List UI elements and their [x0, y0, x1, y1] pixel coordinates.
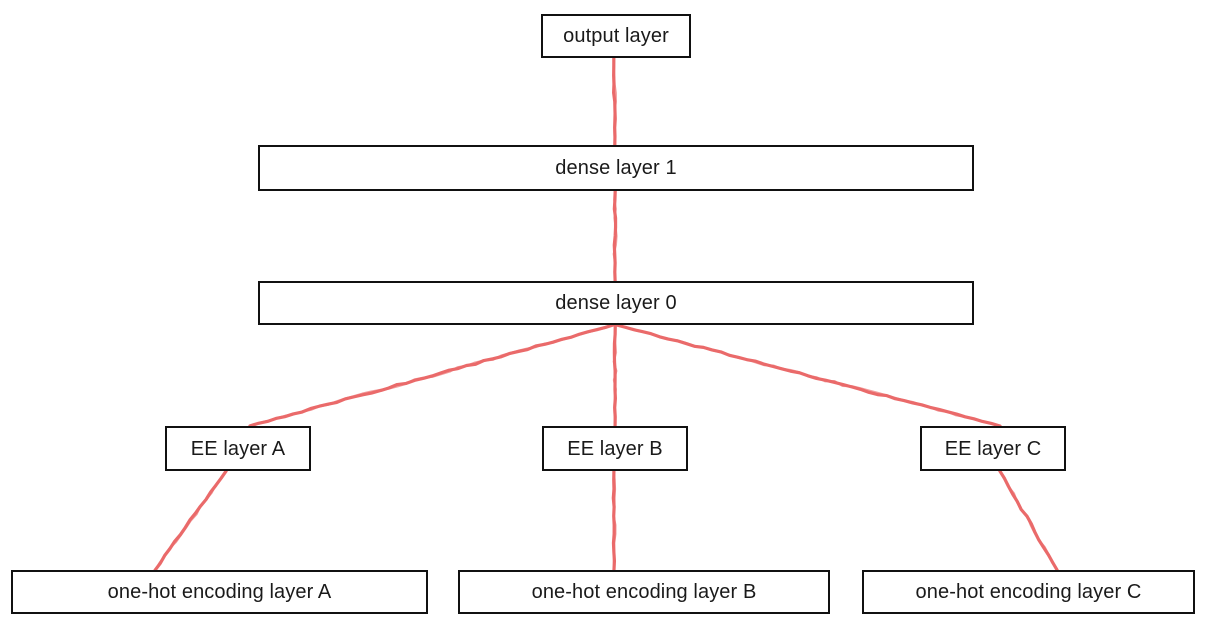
edge-ee-a-to-dense0-stroke	[248, 323, 616, 428]
edge-onehot-c-to-ee-c	[998, 469, 1059, 572]
edge-onehot-a-to-ee-a-stroke	[153, 469, 228, 572]
node-one-hot-encoding-layer-c-label: one-hot encoding layer C	[915, 581, 1142, 603]
node-ee-layer-a-label: EE layer A	[190, 437, 286, 460]
node-dense-layer-0[interactable]: dense layer 0	[258, 281, 974, 325]
edge-onehot-c-to-ee-c-stroke	[998, 470, 1059, 571]
edge-ee-a-to-dense0	[248, 323, 616, 428]
node-ee-layer-c-label: EE layer C	[944, 437, 1042, 460]
edge-ee-c-to-dense0-stroke	[614, 323, 1002, 428]
node-one-hot-encoding-layer-a[interactable]: one-hot encoding layer A	[11, 570, 428, 614]
node-dense-layer-1-label: dense layer 1	[555, 157, 677, 179]
edge-ee-c-to-dense0	[614, 323, 1002, 428]
edge-ee-b-to-dense0	[612, 323, 618, 428]
edge-onehot-c-to-ee-c-stroke	[998, 469, 1059, 572]
node-one-hot-encoding-layer-b[interactable]: one-hot encoding layer B	[458, 570, 830, 614]
edge-onehot-b-to-ee-b	[611, 469, 617, 572]
edge-ee-c-to-dense0-stroke	[615, 323, 1002, 427]
edge-ee-b-to-dense0-stroke	[612, 323, 617, 428]
node-output-layer[interactable]: output layer	[541, 14, 691, 58]
node-dense-layer-0-label: dense layer 0	[555, 292, 677, 314]
edge-ee-b-to-dense0-stroke	[612, 323, 618, 428]
node-ee-layer-a[interactable]: EE layer A	[165, 426, 311, 471]
edge-dense1-to-output-stroke	[612, 56, 617, 147]
edge-dense1-to-output-stroke	[612, 56, 617, 147]
edge-dense0-to-dense1-stroke	[612, 189, 618, 283]
node-one-hot-encoding-layer-c[interactable]: one-hot encoding layer C	[862, 570, 1195, 614]
node-ee-layer-c[interactable]: EE layer C	[920, 426, 1066, 471]
node-output-layer-label: output layer	[563, 25, 669, 47]
node-dense-layer-1[interactable]: dense layer 1	[258, 145, 974, 191]
edge-onehot-b-to-ee-b-stroke	[612, 469, 617, 572]
edge-onehot-a-to-ee-a	[153, 469, 228, 572]
edge-dense0-to-dense1	[612, 189, 618, 283]
node-one-hot-encoding-layer-a-label: one-hot encoding layer A	[107, 581, 332, 603]
node-ee-layer-b[interactable]: EE layer B	[542, 426, 688, 471]
edge-dense0-to-dense1-stroke	[612, 189, 618, 283]
edge-dense1-to-output	[612, 56, 617, 147]
edge-ee-a-to-dense0-stroke	[248, 323, 616, 428]
edge-onehot-a-to-ee-a-stroke	[154, 470, 228, 572]
node-one-hot-encoding-layer-b-label: one-hot encoding layer B	[531, 581, 757, 603]
node-ee-layer-b-label: EE layer B	[567, 437, 663, 460]
edge-onehot-b-to-ee-b-stroke	[611, 469, 617, 572]
